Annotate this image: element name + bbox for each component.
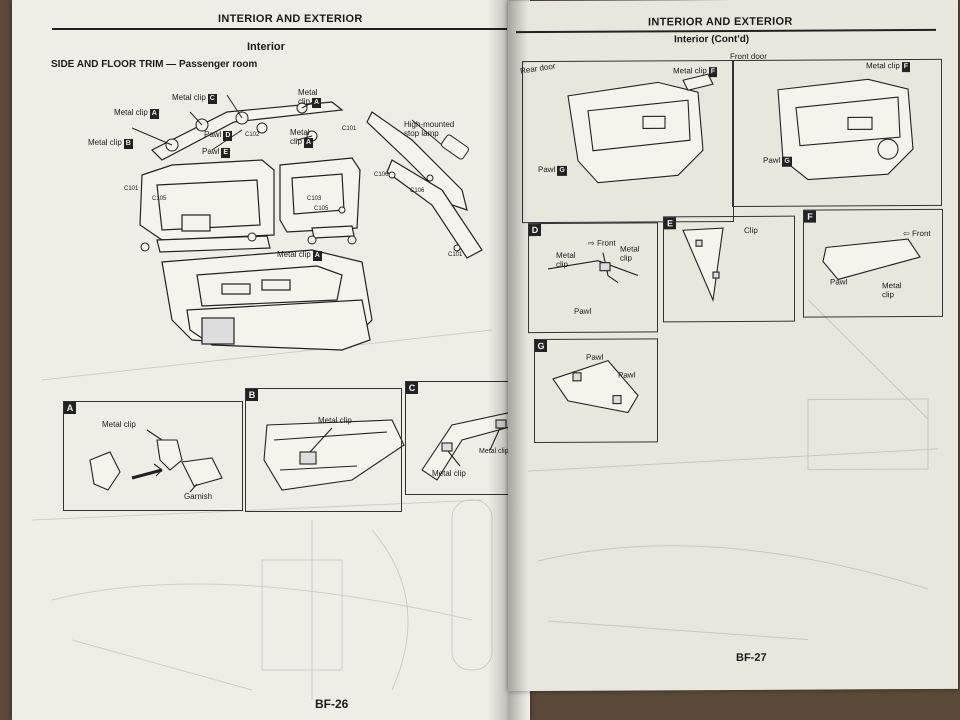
detail-f-pawl: Pawl (830, 277, 848, 287)
detail-box-e: E (663, 215, 795, 323)
detail-tag: D (529, 224, 541, 237)
detail-f-front: ⇦ Front (903, 228, 931, 239)
right-page-number: BF-27 (736, 651, 767, 664)
detail-b-metal-clip: Metal clip (318, 416, 352, 425)
tag-g: G (557, 165, 567, 176)
detail-box-a: A (63, 401, 243, 511)
connector-code: C101 (342, 126, 357, 132)
connector-code: C105 (152, 196, 167, 202)
tag-d: D (223, 131, 233, 141)
header-rule (52, 28, 507, 30)
tag-a: A (312, 251, 322, 261)
detail-tag: A (64, 402, 76, 414)
detail-g-pawl: Pawl (618, 370, 636, 380)
detail-e-clip: Clip (744, 225, 758, 235)
front-door-panel (732, 58, 942, 208)
detail-d-front: ⇨ Front (588, 238, 616, 248)
tag-a: A (149, 109, 159, 119)
book-gutter-shadow (488, 0, 528, 720)
connector-code: C106 (374, 172, 389, 178)
tag-f: F (901, 62, 911, 73)
detail-tag: B (246, 389, 258, 401)
connector-code: C101 (124, 186, 139, 192)
detail-tag: C (406, 382, 418, 394)
detail-box-f: F (803, 208, 943, 318)
left-page-header: INTERIOR AND EXTERIOR (218, 13, 363, 25)
exploded-trim-diagram (31, 94, 518, 700)
connector-code: C102 (245, 132, 260, 138)
door-trim-diagrams (527, 73, 939, 641)
detail-tag: F (804, 210, 816, 223)
tag-c: C (207, 94, 217, 104)
tag-e: E (221, 148, 231, 158)
front-door-title: Front door (730, 51, 767, 62)
callout-stop-lamp: High-mounted stop lamp (404, 120, 455, 138)
detail-a-garnish: Garnish (184, 492, 213, 501)
left-page-number: BF-26 (315, 697, 349, 711)
section-subtitle: SIDE AND FLOOR TRIM — Passenger room (51, 59, 258, 70)
tag-f: F (708, 67, 718, 78)
tag-a: A (312, 98, 322, 108)
connector-code: C101 (448, 252, 463, 258)
connector-code: C103 (307, 196, 322, 202)
detail-g-pawl: Pawl (586, 352, 604, 362)
connector-code: C106 (410, 188, 425, 194)
detail-d-metal-clip: Metal clip (556, 250, 576, 269)
tag-g: G (782, 156, 792, 167)
detail-tag: E (664, 217, 676, 230)
detail-d-metal-clip: Metal clip (620, 244, 640, 263)
connector-code: C105 (314, 206, 329, 212)
tag-a: A (304, 138, 314, 148)
detail-box-b: B (245, 388, 402, 512)
detail-d-pawl: Pawl (574, 306, 592, 316)
detail-f-metal-clip: Metal clip (882, 281, 902, 300)
tag-b: B (123, 139, 133, 149)
detail-tag: G (535, 339, 547, 353)
detail-c-metal-clip: Metal clip (479, 448, 509, 455)
rear-door-panel (522, 59, 734, 224)
section-title: Interior (247, 41, 285, 53)
detail-a-metal-clip: Metal clip (102, 420, 136, 429)
detail-c-metal-clip: Metal clip (432, 469, 466, 478)
right-page: INTERIOR AND EXTERIOR Interior (Cont'd) (508, 0, 958, 692)
left-page: INTERIOR AND EXTERIOR Interior SIDE AND … (12, 0, 530, 720)
